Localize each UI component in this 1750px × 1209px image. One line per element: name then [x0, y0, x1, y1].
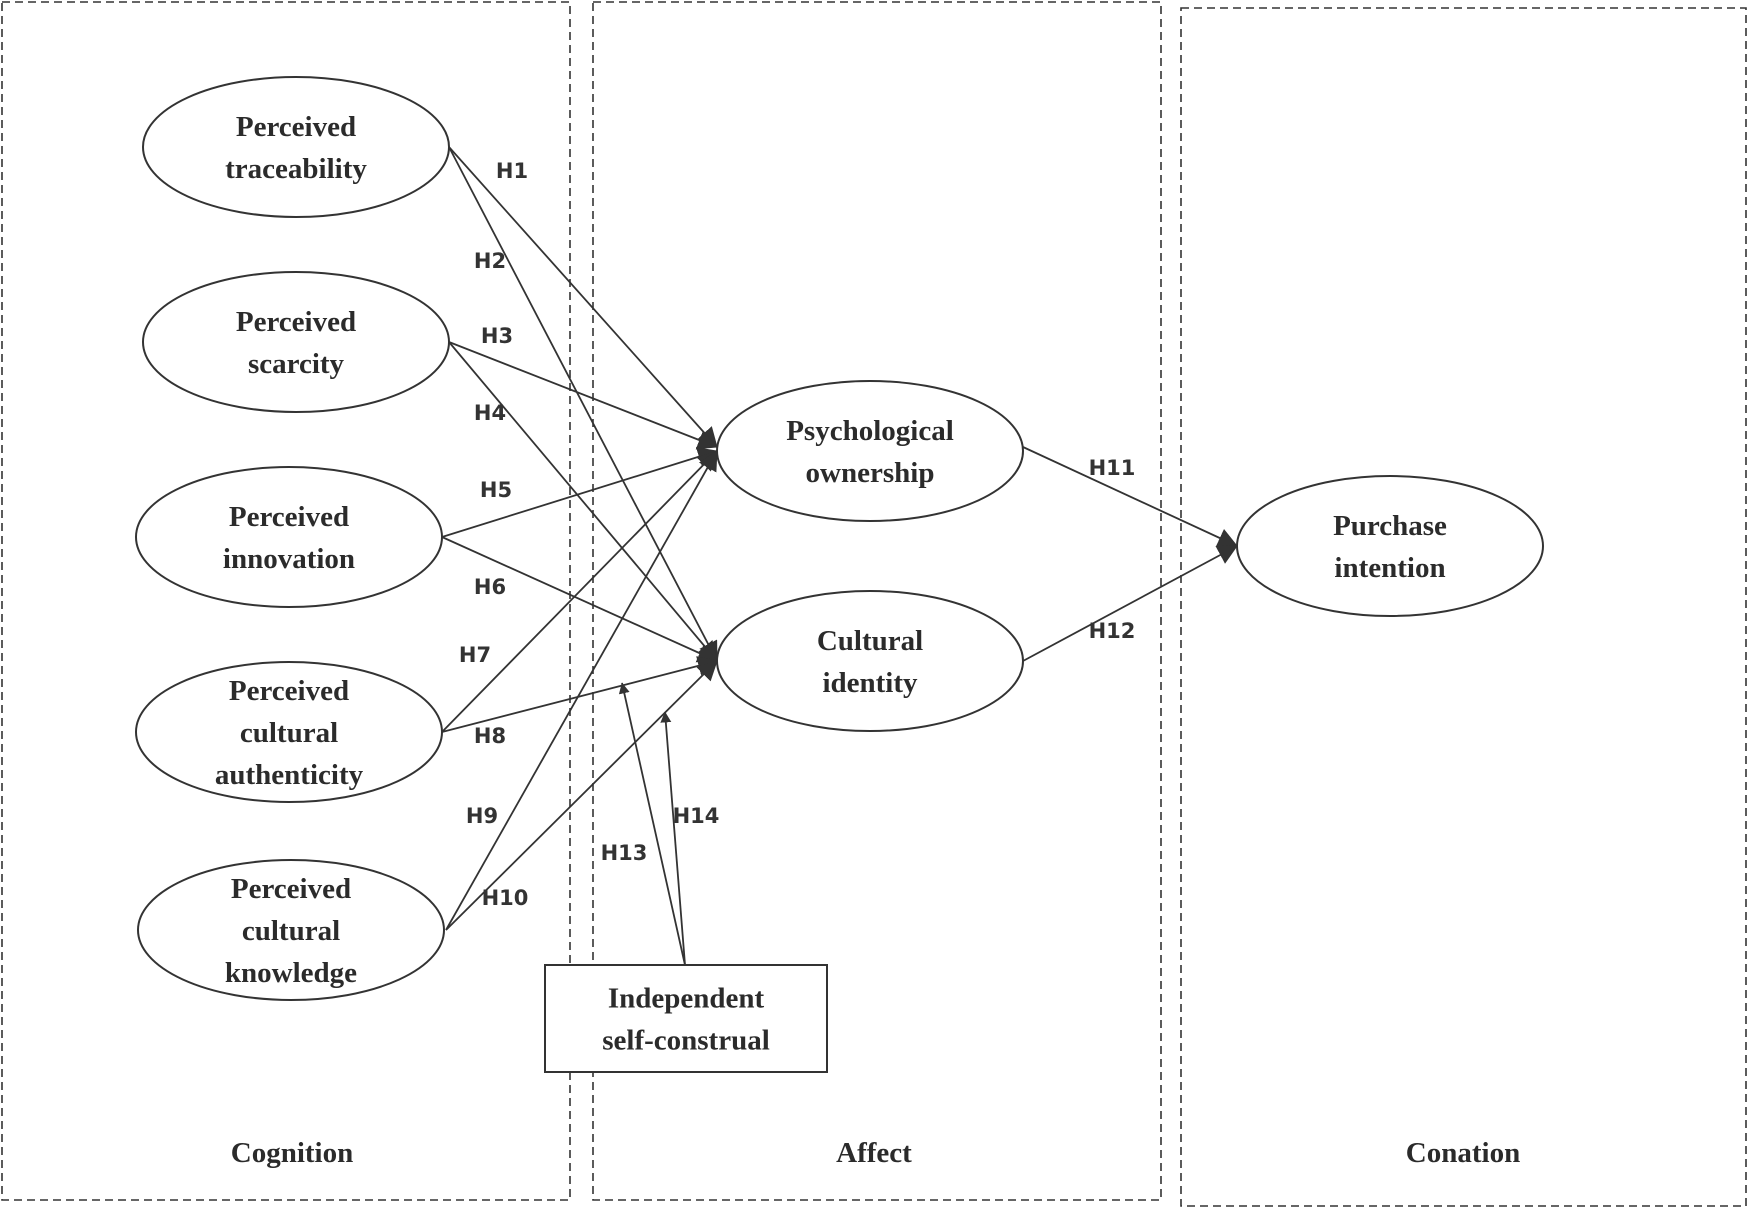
region-conation [1180, 7, 1747, 1207]
node-scarcity-line-0: Perceived [236, 306, 356, 338]
edge-label-h9: H9 [466, 804, 498, 828]
edge-label-h5: H5 [480, 478, 512, 502]
node-purchase-line-0: Purchase [1333, 510, 1447, 542]
node-innovation-line-1: innovation [223, 543, 355, 575]
edge-label-h11: H11 [1089, 456, 1136, 480]
node-purchase: Purchase intention [1236, 475, 1544, 617]
node-innovation-ellipse [135, 466, 443, 608]
region-label-cognition: Cognition [231, 1137, 353, 1169]
node-identity-line-1: identity [822, 667, 918, 699]
edge-h3 [448, 341, 718, 450]
node-authenticity-ellipse [135, 661, 443, 803]
edge-h9 [445, 450, 718, 931]
edge-label-h4: H4 [474, 401, 506, 425]
node-innovation: Perceived innovation [135, 466, 443, 608]
region-cognition [1, 1, 571, 1201]
edge-h8 [441, 656, 718, 733]
node-traceability-ellipse [142, 76, 450, 218]
node-identity-line-0: Cultural [817, 625, 923, 657]
node-selfconstrual: Independent self-construal [544, 964, 828, 1073]
node-knowledge-ellipse [137, 859, 445, 1001]
region-affect [592, 1, 1162, 1201]
edge-h10 [445, 660, 718, 931]
edge-label-h2: H2 [474, 249, 506, 273]
node-scarcity-line-1: scarcity [248, 348, 345, 380]
edge-h6 [441, 536, 718, 663]
region-label-conation: Conation [1406, 1137, 1520, 1169]
node-knowledge-line-0: Perceived [231, 873, 351, 905]
edge-h11 [1022, 446, 1238, 548]
edge-h2 [448, 146, 718, 662]
node-scarcity-ellipse [142, 271, 450, 413]
node-ownership-line-1: ownership [806, 457, 935, 489]
edge-label-h7: H7 [459, 643, 491, 667]
node-selfconstrual-line-0: Independent [608, 983, 765, 1015]
node-ownership-line-0: Psychological [786, 415, 954, 447]
node-purchase-ellipse [1236, 475, 1544, 617]
edge-label-h13: H13 [601, 841, 648, 865]
edge-h14 [660, 711, 686, 966]
node-purchase-line-1: intention [1334, 552, 1445, 584]
node-identity: Cultural identity [716, 590, 1024, 732]
node-knowledge: Perceived cultural knowledge [137, 859, 445, 1001]
node-traceability: Perceived traceability [142, 76, 450, 218]
node-authenticity: Perceived cultural authenticity [135, 661, 443, 803]
node-traceability-line-0: Perceived [236, 111, 356, 143]
node-authenticity-line-2: authenticity [215, 759, 364, 791]
edge-h13 [618, 682, 686, 966]
edge-label-h14: H14 [673, 804, 720, 828]
node-knowledge-line-1: cultural [242, 915, 340, 947]
region-label-affect: Affect [836, 1137, 912, 1169]
edge-label-h6: H6 [474, 575, 506, 599]
node-identity-ellipse [716, 590, 1024, 732]
node-ownership-ellipse [716, 380, 1024, 522]
edge-h1 [448, 146, 718, 448]
edge-h4 [448, 341, 718, 662]
node-scarcity: Perceived scarcity [142, 271, 450, 413]
edge-h5 [441, 447, 718, 538]
edge-label-h10: H10 [482, 886, 529, 910]
edge-label-h12: H12 [1089, 619, 1136, 643]
node-selfconstrual-box [544, 964, 828, 1073]
node-selfconstrual-line-1: self-construal [602, 1025, 770, 1057]
edge-label-h8: H8 [474, 724, 506, 748]
node-ownership: Psychological ownership [716, 380, 1024, 522]
node-knowledge-line-2: knowledge [225, 957, 357, 989]
node-authenticity-line-1: cultural [240, 717, 338, 749]
edge-label-h3: H3 [481, 324, 513, 348]
edge-h12 [1022, 545, 1238, 662]
node-innovation-line-0: Perceived [229, 501, 349, 533]
edge-label-h1: H1 [496, 159, 528, 183]
edge-h7 [441, 450, 718, 733]
node-authenticity-line-0: Perceived [229, 675, 349, 707]
node-traceability-line-1: traceability [225, 153, 367, 185]
